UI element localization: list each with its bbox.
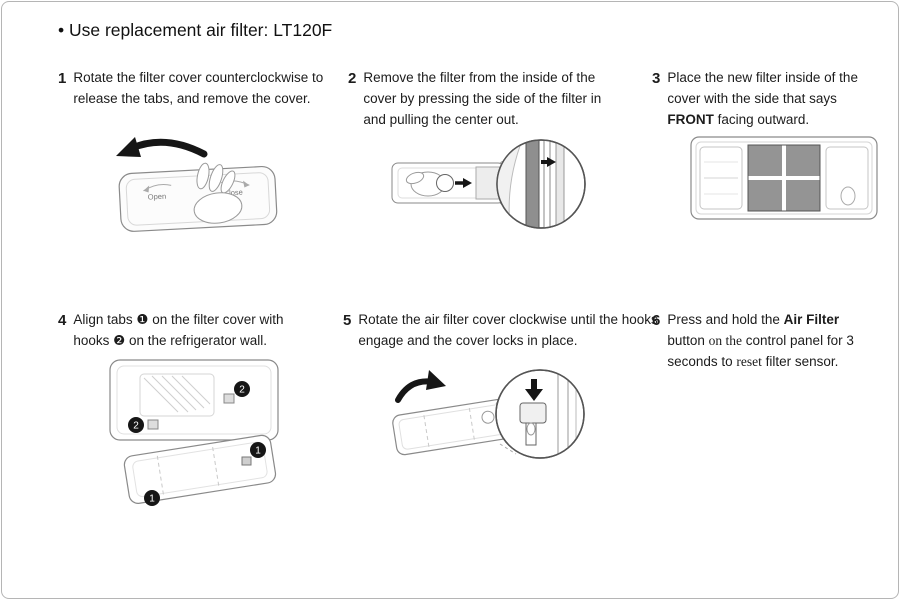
step-4: 4 Align tabs ❶ on the filter cover with … bbox=[58, 310, 320, 352]
badge-1-icon: ❶ bbox=[136, 312, 149, 327]
step-2-text: Remove the filter from the inside of the… bbox=[363, 70, 602, 127]
hand-icon bbox=[193, 162, 243, 224]
step-6-text: Press and hold the Air Filter button on … bbox=[667, 312, 854, 369]
front-label: FRONT bbox=[667, 111, 714, 127]
step-4-number: 4 bbox=[58, 312, 67, 329]
new-filter-placement-graphic bbox=[690, 136, 878, 220]
filter-removal-graphic bbox=[391, 139, 586, 229]
svg-text:1: 1 bbox=[149, 494, 155, 505]
step-1-number: 1 bbox=[58, 70, 67, 87]
step-5: 5 Rotate the air filter cover clockwise … bbox=[343, 310, 658, 352]
svg-text:2: 2 bbox=[239, 385, 245, 396]
step-3: 3 Place the new filter inside of the cov… bbox=[652, 68, 882, 131]
step-3-text: Place the new filter inside of the cover… bbox=[667, 70, 858, 127]
press-arrow-icon bbox=[455, 178, 472, 188]
step-3-illustration bbox=[690, 134, 880, 222]
tab-badge-1-icon: 1 1 bbox=[144, 442, 266, 506]
hook-badge-2-icon: 2 2 bbox=[128, 381, 250, 433]
open-label: Open bbox=[148, 192, 167, 202]
svg-text:1: 1 bbox=[255, 446, 261, 457]
step-2: 2 Remove the filter from the inside of t… bbox=[348, 68, 603, 131]
step-4-illustration: 2 2 1 1 bbox=[96, 358, 291, 508]
filter-grid bbox=[747, 144, 821, 212]
step-1-illustration: Open Close bbox=[100, 130, 295, 242]
step-5-text: Rotate the air filter cover clockwise un… bbox=[358, 312, 658, 348]
filter-cover-outline bbox=[123, 434, 277, 504]
counterclockwise-arrow-icon bbox=[116, 137, 208, 158]
vent-hatching bbox=[143, 375, 211, 413]
air-filter-button-label: Air Filter bbox=[783, 312, 840, 327]
badge-2-icon: ❷ bbox=[113, 332, 126, 348]
clockwise-arrow-icon bbox=[395, 370, 446, 403]
filter-cover-remove-graphic: Open Close bbox=[116, 137, 278, 232]
step-1-text: Rotate the filter cover counterclockwise… bbox=[73, 70, 324, 106]
step-2-number: 2 bbox=[348, 70, 357, 87]
step-6-number: 6 bbox=[652, 312, 661, 329]
step-2-illustration bbox=[388, 136, 588, 232]
align-tabs-graphic: 2 2 1 1 bbox=[109, 359, 279, 506]
hand-icon bbox=[405, 171, 446, 197]
step-4-text: Align tabs ❶ on the filter cover with ho… bbox=[73, 312, 284, 348]
step-6: 6 Press and hold the Air Filter button o… bbox=[652, 310, 875, 373]
step-5-illustration bbox=[388, 358, 588, 470]
step-3-number: 3 bbox=[652, 70, 661, 87]
svg-text:2: 2 bbox=[133, 421, 139, 432]
step-1: 1 Rotate the filter cover counterclockwi… bbox=[58, 68, 338, 110]
step-5-number: 5 bbox=[343, 312, 352, 329]
rotate-clockwise-graphic bbox=[392, 369, 585, 459]
close-label: Close bbox=[223, 188, 243, 198]
page-title: • Use replacement air filter: LT120F bbox=[58, 20, 333, 40]
